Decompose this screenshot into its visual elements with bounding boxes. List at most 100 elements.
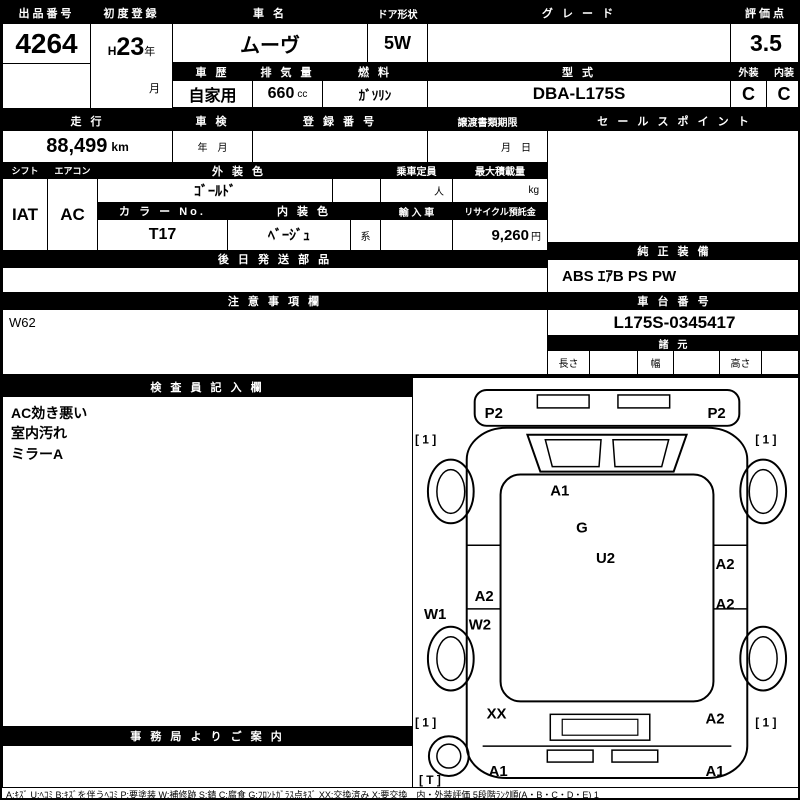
inspector-note: 室内汚れ — [11, 425, 67, 442]
capacity-value: 人 — [380, 178, 453, 203]
transfer-deadline-header: 譲渡書類期限 — [427, 111, 548, 131]
displacement-unit: cc — [297, 88, 308, 100]
damage-code-label: W2 — [469, 617, 491, 634]
damage-code-label: P2 — [485, 405, 503, 422]
first-reg-year: 23 — [116, 33, 145, 61]
length-label: 長さ — [547, 350, 590, 375]
front-trim-left — [546, 749, 594, 763]
score-value: 3.5 — [730, 23, 798, 63]
front-trim-right — [611, 749, 659, 763]
rear-bumper — [473, 388, 741, 427]
equipment-header: 純 正 装 備 — [547, 242, 798, 260]
max-load-header: 最大積載量 — [452, 162, 548, 179]
office-box — [2, 745, 413, 788]
damage-code-label: A2 — [715, 596, 734, 613]
grade-header: グ レ ー ド — [427, 2, 731, 24]
recycle-value: 9,260 円 — [452, 219, 548, 251]
shift-value: IAT — [2, 178, 48, 251]
import-value — [380, 219, 453, 251]
door-shape-value: 5W — [367, 23, 428, 63]
exterior-color-value: ｺﾞｰﾙﾄﾞ — [97, 178, 333, 203]
car-name-value: ムーヴ — [172, 23, 368, 63]
office-header: 事 務 局 よ り ご 案 内 — [2, 726, 413, 746]
chassis-no-header: 車 台 番 号 — [547, 292, 798, 310]
width-value — [673, 350, 720, 375]
exterior-grade-value: C — [730, 80, 767, 108]
section-divider-1 — [2, 108, 798, 112]
recycle-header: リサイクル預託金 — [452, 202, 548, 220]
color-no-value: T17 — [97, 219, 228, 251]
notes-header: 注 意 事 項 欄 — [2, 292, 548, 310]
fuel-value: ｶﾞｿﾘﾝ — [322, 80, 428, 108]
model-header: 型 式 — [427, 62, 731, 81]
first-reg-year-suffix: 年 — [144, 46, 156, 58]
length-value — [589, 350, 638, 375]
car-body — [465, 426, 749, 779]
spare-tire — [427, 735, 470, 777]
exterior-color-header: 外 装 色 — [97, 162, 381, 179]
notes-box: W62 — [2, 309, 548, 375]
shaken-header: 車 検 — [172, 111, 253, 131]
grade-value — [427, 23, 731, 63]
auction-no-empty-cell — [2, 63, 91, 109]
inspector-note: AC効き悪い — [11, 405, 88, 421]
damage-code-label: U2 — [596, 550, 615, 567]
rear-window — [526, 433, 688, 473]
damage-code-label: [ 1 ] — [755, 715, 776, 729]
legend-text: A:ｷｽﾞ U:ﾍｺﾐ B:ｷｽﾞを伴うﾍｺﾐ P:要塗装 W:補修跡 S:錆 … — [6, 790, 599, 800]
registration-no-value — [252, 130, 428, 163]
inspector-box: AC効き悪い 室内汚れ ミラーA — [2, 396, 413, 727]
car-name-header: 車 名 — [172, 2, 368, 24]
damage-code-label: A1 — [550, 482, 569, 499]
max-load-value: kg — [452, 178, 548, 203]
displacement-value: 660 cc — [252, 80, 323, 108]
recycle-number: 9,260 — [491, 226, 529, 244]
fuel-header: 燃 料 — [322, 62, 428, 81]
equipment-value: ABS ｴｱB PS PW — [547, 259, 798, 293]
interior-grade-value: C — [766, 80, 798, 108]
model-value: DBA-L175S — [427, 80, 731, 108]
damage-code-label: [ 1 ] — [415, 433, 436, 447]
first-reg-month-suffix: 月 — [149, 83, 160, 95]
first-reg-era: H — [107, 44, 117, 58]
recycle-unit: 円 — [531, 231, 541, 243]
color-no-header: カ ラ ー No. — [97, 202, 228, 220]
dimensions-header: 諸 元 — [547, 335, 798, 351]
damage-code-label: [ 1 ] — [415, 715, 436, 729]
damage-code-label: A2 — [705, 710, 724, 727]
rear-trim-right — [617, 394, 671, 409]
auction-no-header: 出品番号 — [2, 2, 91, 24]
wheel-rear-left — [426, 458, 475, 525]
damage-code-label: [ T ] — [419, 773, 441, 787]
cabin — [499, 473, 715, 703]
damage-code-label: A2 — [475, 588, 494, 605]
later-parts-box — [2, 267, 548, 293]
mileage-number: 88,499 — [46, 135, 108, 157]
rear-trim-left — [536, 394, 590, 409]
first-reg-cell: H 23 年 月 — [90, 23, 173, 109]
import-header: 輸 入 車 — [380, 202, 453, 220]
interior-color-value: ﾍﾞｰｼﾞｭ — [227, 219, 351, 251]
hood-panel — [549, 713, 651, 741]
inspector-note: ミラーA — [11, 445, 64, 462]
shift-header: シフト — [2, 162, 48, 179]
door-seams — [466, 544, 748, 610]
damage-code-label: A2 — [715, 556, 734, 573]
damage-code-label: [ 1 ] — [755, 433, 776, 447]
first-reg-header: 初度登録 — [90, 2, 173, 24]
interior-color-suffix: 系 — [350, 219, 381, 251]
wheel-front-right — [739, 625, 788, 692]
wheel-rear-right — [739, 458, 788, 525]
sales-point-header: セ ー ル ス ポ イ ン ト — [547, 111, 798, 131]
mileage-value: 88,499 km — [2, 130, 173, 163]
mileage-header: 走 行 — [2, 111, 173, 131]
damage-code-label: A1 — [489, 763, 508, 780]
wheel-front-left — [426, 625, 475, 692]
sales-point-box — [547, 130, 798, 243]
damage-code-label: XX — [487, 705, 507, 722]
aircon-value: AC — [47, 178, 98, 251]
door-shape-header: ドア形状 — [367, 2, 428, 24]
